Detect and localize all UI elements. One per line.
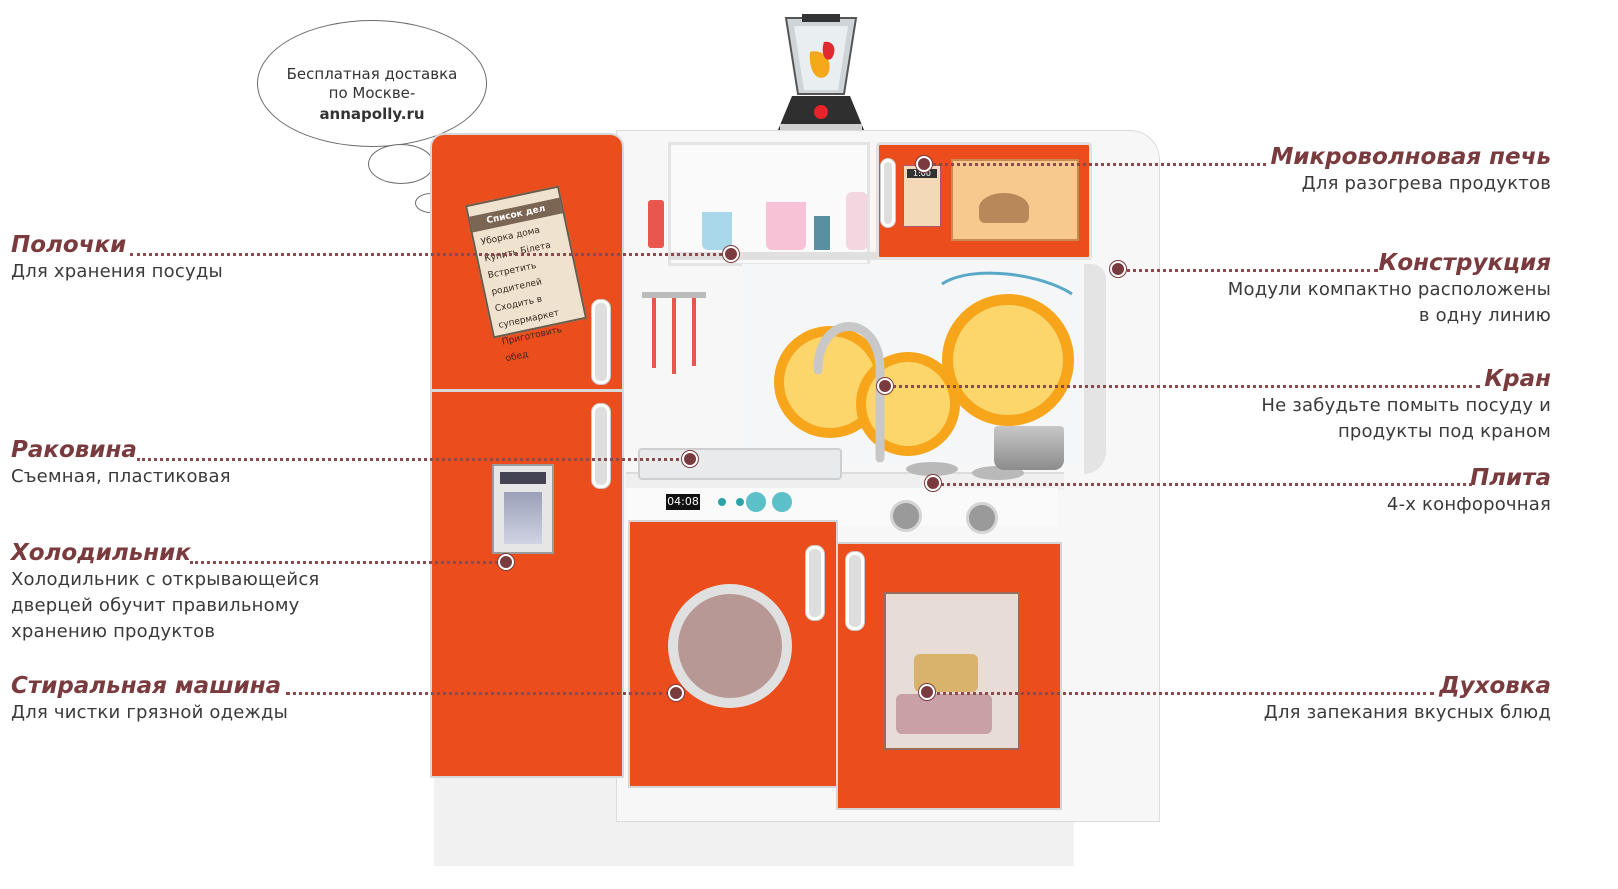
bread-icon — [979, 193, 1029, 223]
callout-desc: в одну линию — [1418, 305, 1551, 326]
stove-knob[interactable] — [890, 500, 922, 532]
callout-title: Полочки — [11, 232, 127, 258]
callout-desc: хранению продуктов — [11, 621, 216, 642]
callout-desc: дверцей обучит правильному — [11, 595, 300, 616]
oven[interactable] — [836, 542, 1062, 810]
callout-microwave: Микроволновая печь Для разогрева продукт… — [1271, 143, 1551, 197]
microwave-keypad[interactable]: 1:00 — [903, 165, 941, 227]
leader-line — [934, 483, 1472, 486]
washing-machine[interactable] — [628, 520, 838, 788]
leader-line — [1120, 269, 1378, 272]
spatula-icon — [692, 298, 696, 366]
leader-line — [886, 385, 1480, 388]
indicator-lights — [718, 498, 762, 514]
hotspot-marker[interactable] — [723, 246, 739, 262]
callout-title: Холодильник — [11, 540, 191, 566]
washer-handle[interactable] — [806, 546, 824, 620]
washer-dial[interactable] — [746, 492, 766, 512]
side-panel — [1084, 264, 1106, 474]
hotspot-marker[interactable] — [1110, 261, 1126, 277]
callout-desc: Для чистки грязной одежды — [11, 702, 289, 723]
callout-desc: Для хранения посуды — [11, 261, 223, 282]
dispenser-slot — [504, 492, 542, 544]
toy-kitchen: Список дел Уборка дома Купить Білета Вст… — [420, 0, 1160, 889]
dispenser-panel — [500, 472, 546, 484]
callout-oven: Духовка Для запекания вкусных блюд — [1264, 672, 1551, 726]
oven-handle[interactable] — [846, 552, 864, 630]
callout-faucet: Кран Не забудьте помыть посуду и продукт… — [1261, 365, 1551, 445]
callout-washer: Стиральная машина Для чистки грязной оде… — [11, 672, 288, 726]
microwave[interactable]: 1:00 — [876, 142, 1092, 260]
jar-icon — [814, 216, 830, 250]
callout-title: Духовка — [1439, 673, 1551, 699]
delivery-text-line1: Бесплатная доставка — [286, 65, 458, 83]
stove-knob[interactable] — [966, 502, 998, 534]
callout-shelves: Полочки Для хранения посуды — [11, 231, 223, 285]
oven-clock: 04:08 — [666, 494, 700, 510]
sink[interactable] — [638, 448, 842, 480]
callout-sink: Раковина Съемная, пластиковая — [11, 436, 231, 490]
leader-line — [137, 458, 685, 461]
hotspot-marker[interactable] — [682, 451, 698, 467]
leader-line — [286, 692, 670, 695]
callout-desc: 4-х конфорочная — [1386, 494, 1551, 515]
callout-desc: продукты под краном — [1337, 421, 1551, 442]
microwave-display: 1:00 — [907, 169, 937, 178]
callout-desc: Холодильник с открывающейся — [11, 569, 320, 590]
callout-structure: Конструкция Модули компактно расположены… — [1228, 249, 1551, 329]
fridge-upper-handle[interactable] — [592, 300, 610, 384]
cup-icon — [766, 202, 806, 250]
hotspot-marker[interactable] — [925, 475, 941, 491]
microwave-handle[interactable] — [881, 159, 895, 227]
callout-title: Кран — [1484, 366, 1551, 392]
callout-title: Микроволновая печь — [1270, 144, 1551, 170]
fridge-lower-door[interactable] — [430, 390, 624, 778]
callout-title: Раковина — [11, 437, 137, 463]
jar-icon — [846, 192, 868, 250]
water-dispenser[interactable] — [492, 464, 554, 554]
pot-icon — [994, 426, 1064, 470]
callout-title: Плита — [1469, 465, 1551, 491]
fridge-lower-handle[interactable] — [592, 404, 610, 488]
faucet-icon — [813, 322, 885, 463]
hotspot-marker[interactable] — [877, 378, 893, 394]
cup-icon — [702, 212, 732, 250]
burner[interactable] — [906, 462, 958, 476]
callout-desc: Съемная, пластиковая — [11, 466, 231, 487]
washer-window — [678, 594, 782, 698]
callout-title: Конструкция — [1378, 250, 1551, 276]
callout-desc: Для запекания вкусных блюд — [1263, 702, 1551, 723]
hotspot-marker[interactable] — [916, 156, 932, 172]
leader-line — [190, 561, 498, 564]
washer-dial[interactable] — [772, 492, 792, 512]
phone-icon — [648, 200, 664, 248]
hotspot-marker[interactable] — [498, 554, 514, 570]
delivery-text-line2: по Москве- — [328, 84, 416, 102]
leader-line — [926, 163, 1266, 166]
callout-stove: Плита 4-х конфорочная — [1387, 464, 1551, 518]
washer-door[interactable] — [668, 584, 792, 708]
delivery-speech-bubble: Бесплатная доставка по Москве- annapolly… — [257, 20, 487, 147]
hotspot-marker[interactable] — [668, 685, 684, 701]
callout-title: Стиральная машина — [11, 673, 282, 699]
blender-icon — [778, 14, 864, 134]
leader-line — [130, 253, 728, 256]
utensil-rail — [642, 292, 706, 298]
spoon-icon — [672, 298, 676, 374]
leader-line — [930, 692, 1434, 695]
callout-fridge: Холодильник Холодильник с открывающейся … — [11, 539, 319, 645]
hotspot-marker[interactable] — [919, 684, 935, 700]
ladle-icon — [652, 298, 656, 368]
callout-desc: Не забудьте помыть посуду и — [1261, 395, 1551, 416]
site-link[interactable]: annapolly.ru — [319, 105, 425, 123]
cupcakes-icon — [896, 694, 992, 734]
callout-desc: Для разогрева продуктов — [1301, 173, 1551, 194]
callout-desc: Модули компактно расположены — [1227, 279, 1551, 300]
